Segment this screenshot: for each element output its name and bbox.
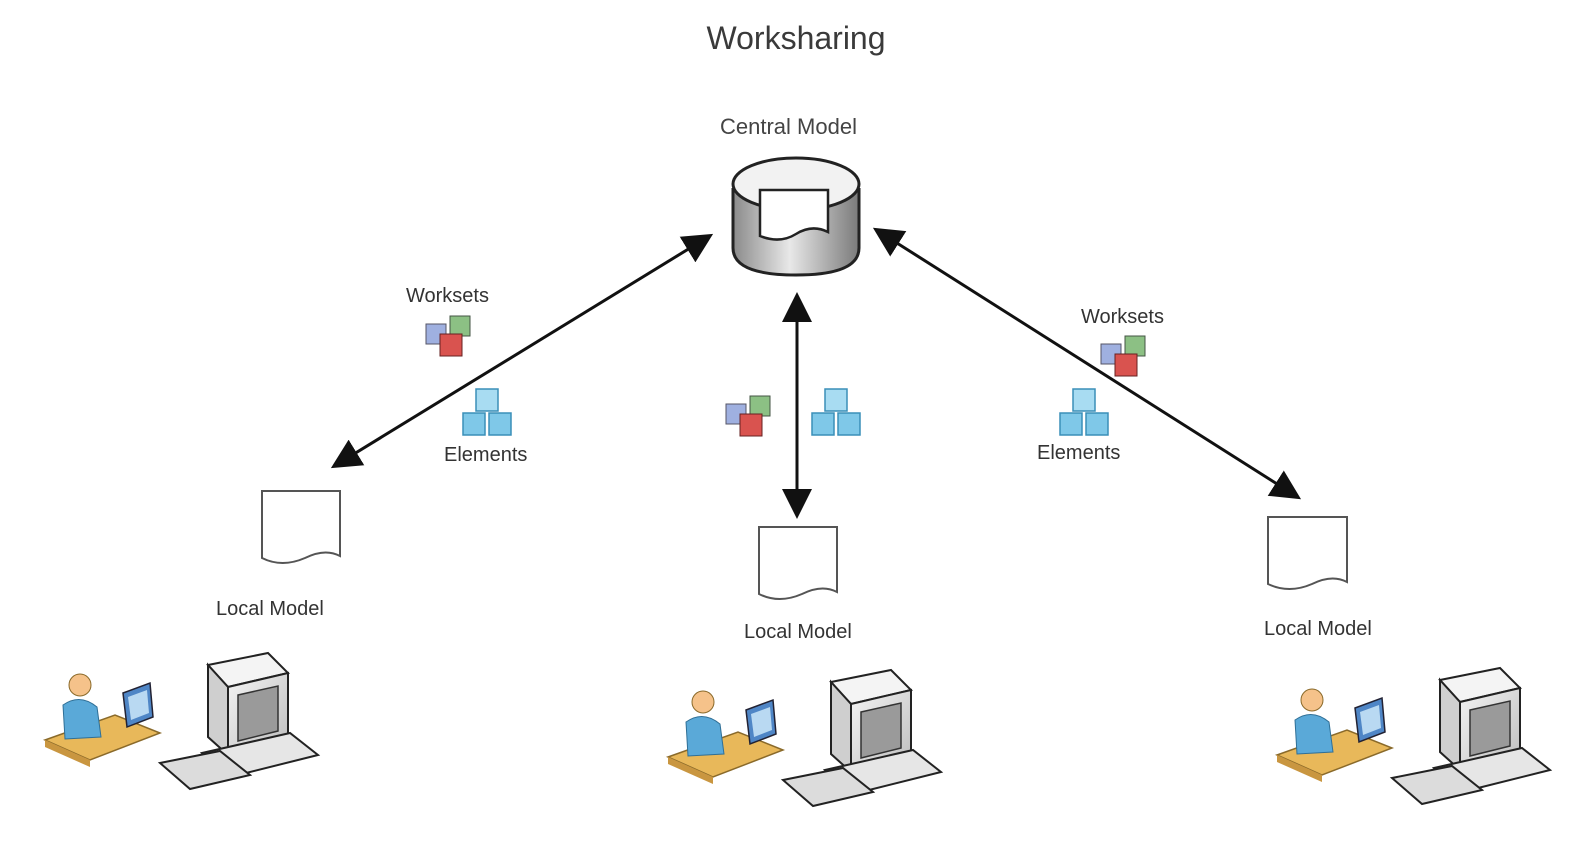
central-model-label: Central Model [720,114,857,139]
blue-cubes-icon [1059,388,1109,436]
arrow-left [330,233,714,469]
database-icon [731,156,861,277]
user-at-desk-icon [665,690,786,784]
desktop-computer-icon [1389,666,1553,806]
workstation-1 [42,651,321,791]
document-icon [758,526,838,600]
blue-cubes-icon [811,388,861,436]
colored-cubes-icon [425,315,471,357]
diagram-title: Worksharing [706,20,886,56]
colored-cubes-icon [725,395,771,437]
colored-cubes-icon [1100,335,1146,377]
desktop-computer-icon [780,668,944,808]
user-at-desk-icon [42,673,163,767]
elements-label-left: Elements [444,444,528,466]
arrow-right [872,227,1302,500]
local-model-label-1: Local Model [216,598,324,620]
document-icon [261,490,341,564]
elements-label-right: Elements [1037,442,1121,464]
workstation-3 [1274,666,1553,806]
desktop-computer-icon [157,651,321,791]
blue-cubes-icon [462,388,512,436]
local-model-label-3: Local Model [1264,618,1372,640]
workstation-2 [665,668,944,808]
document-icon [1267,516,1348,590]
user-at-desk-icon [1274,688,1395,782]
worksets-label-right: Worksets [1081,306,1164,328]
worksets-label-left: Worksets [406,285,489,307]
local-model-label-2: Local Model [744,621,852,643]
